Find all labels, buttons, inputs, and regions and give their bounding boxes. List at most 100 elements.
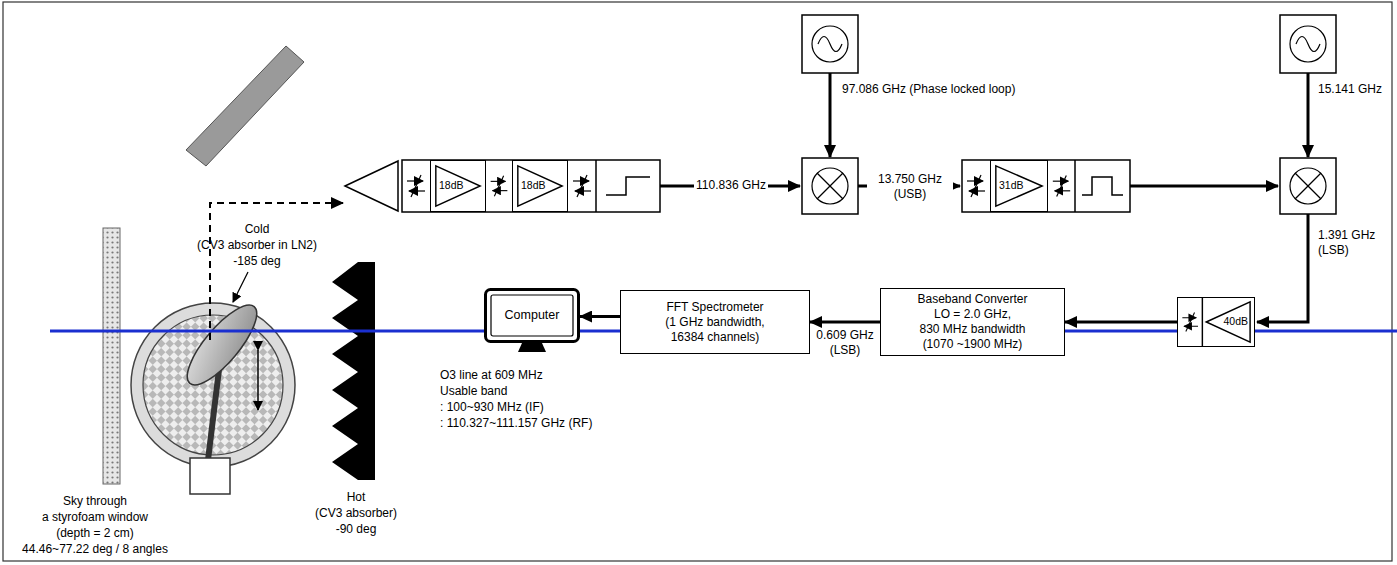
annotation: : 100~930 MHz (IF) [440,400,544,415]
mixer [812,168,848,204]
monitor-stand [518,343,546,352]
amplifier-box: 40dB [1177,297,1255,347]
lo-line [829,73,832,157]
annotation: Hot [347,490,366,505]
annotation: 1.391 GHz (LSB) [1318,228,1392,258]
process-box: FFT Spectrometer(1 GHz bandwidth,16384 c… [620,290,810,354]
local-oscillator [812,26,848,62]
scan-mirror-unit [190,458,230,494]
annotation: (CV3 absorber in LN2) [197,238,317,253]
mixer [817,173,843,199]
rf-chain [606,177,650,195]
monitor-screen [491,295,573,336]
annotation: O3 line at 609 MHz [440,368,543,383]
mixer [1280,158,1336,214]
scan-mirror-unit [257,350,259,410]
leader-line [233,272,248,302]
local-oscillator [1280,15,1336,73]
annotation: 110.836 GHz [694,178,768,193]
mixer [802,158,858,214]
local-oscillator [802,15,858,73]
divider [1202,298,1203,346]
monitor-outline [486,290,579,342]
hot-absorber [332,262,375,480]
signal-line [1130,185,1278,188]
local-oscillator [1296,37,1320,52]
annotation: -90 deg [336,522,377,537]
scan-mirror-unit [131,303,295,467]
node-heading: 40dB [1223,315,1248,329]
node-heading: 18dB [439,179,464,193]
rf-chain [595,160,597,212]
rf-chain [407,175,425,197]
if-chain [967,175,985,197]
if-chain [1074,160,1076,212]
node-heading: 31dB [999,179,1024,193]
rf-chain [402,160,660,212]
lo-line [1307,73,1310,157]
annotation: -185 deg [233,254,280,269]
annotation: Sky through [63,494,127,509]
mixer [802,158,858,214]
annotation: 13.750 GHz (USB) [867,172,953,202]
if-chain [962,160,1130,212]
local-oscillator [818,37,842,52]
if-chain [1053,175,1070,196]
if-chain [1082,177,1123,195]
node-heading: FFT Spectrometer [666,300,763,315]
process-box: Baseband ConverterLO = 2.0 GHz,830 MHz b… [880,288,1065,356]
isolator-symbol [1182,313,1198,332]
local-oscillator [802,15,858,73]
connector [580,315,620,318]
annotation: 44.46~77.22 deg / 8 angles [22,542,168,557]
styrofoam-window [103,228,120,484]
frame [3,2,1392,561]
local-oscillator [1290,26,1326,62]
mixer [1280,158,1336,214]
node-text: (1070 ~1900 MHz) [923,337,1023,352]
node-text: (1 GHz bandwidth, [665,315,764,330]
node-heading: 18dB [521,179,546,193]
amplifier-symbol [996,166,1042,206]
local-oscillator [1280,15,1336,73]
connector [810,321,880,324]
amplifier-box: 31dB [990,160,1048,212]
annotation: 15.141 GHz [1318,82,1382,97]
mixer [1295,173,1321,199]
mixer [817,173,843,199]
rf-chain [402,160,660,212]
annotation: 97.086 GHz (Phase locked loop) [842,82,1015,97]
edge-label: 0.609 GHz (LSB) [810,328,880,358]
computer-monitor: Computer [484,288,580,343]
connector [1065,321,1177,324]
node-text: LO = 2.0 GHz, [934,307,1011,322]
node-text: 830 MHz bandwidth [919,322,1025,337]
annotation: a styrofoam window [42,510,148,525]
amplifier-box: 18dB [512,160,568,212]
annotation: : 110.327~111.157 GHz (RF) [440,416,592,431]
amplifier-symbol [1206,302,1250,342]
annotation: Cold [245,222,270,237]
mixer [1295,173,1321,199]
rf-chain [491,176,508,196]
beam-path [210,203,343,340]
scan-mirror-unit [131,296,295,494]
annotation: Usable band [440,384,507,399]
rf-chain [573,175,591,197]
mirror [186,46,304,166]
node-heading: Computer [505,308,560,324]
if-chain [962,160,1130,212]
amplifier-symbol [518,166,562,206]
scan-mirror-unit [177,296,267,394]
annotation: (depth = 2 cm) [56,526,134,541]
signal-line [1257,214,1308,322]
feed-horn [345,161,398,211]
node-heading: Baseband Converter [917,292,1027,307]
annotation: (CV3 absorber) [315,506,397,521]
node-text: 16384 channels) [671,330,760,345]
amplifier-box: 18dB [430,160,486,212]
mixer [1290,168,1326,204]
